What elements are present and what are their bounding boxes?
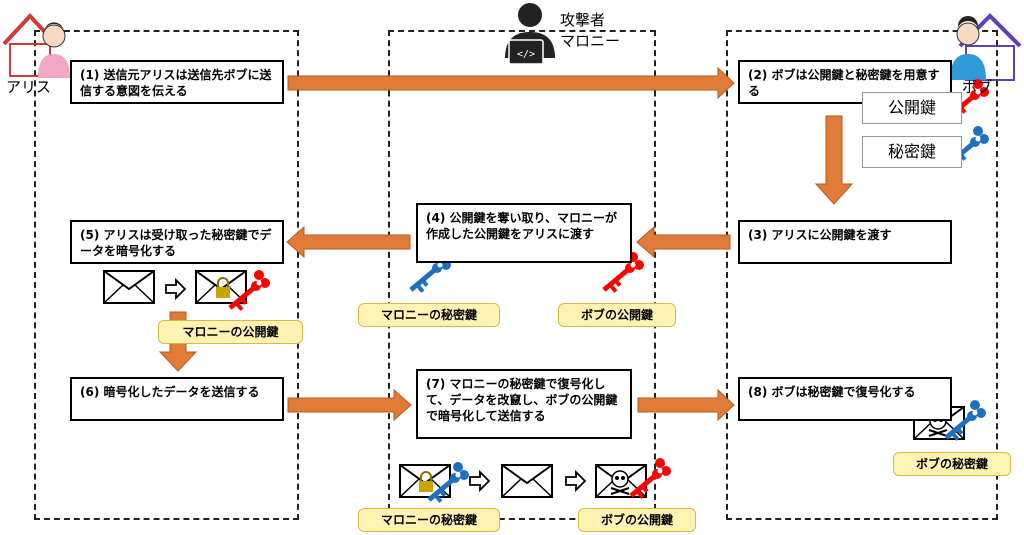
callout-bob-private-key: ボブの秘密鍵 (893, 452, 1011, 476)
attacker-lane (388, 30, 656, 520)
alice-lane (34, 30, 299, 520)
step-7: (7) マロニーの秘密鍵で復号化して、データを改竄し、ボブの公開鍵で暗号化して送… (416, 369, 632, 439)
arrow-1-to-2 (287, 66, 735, 100)
step-3: (3) アリスに公開鍵を渡す (738, 220, 952, 264)
hollow-arrow-icon (165, 279, 186, 299)
bob-person-icon (950, 16, 986, 80)
step-1: (1) 送信元アリスは送信先ボブに送信する意図を伝える (70, 60, 284, 104)
arrow-7-to-8 (637, 388, 735, 422)
hollow-arrow-icon (469, 471, 490, 491)
alice-label: アリス (6, 78, 52, 96)
alice-person-icon (38, 22, 70, 78)
hollow-arrow-icon (565, 471, 586, 491)
attacker-label: 攻撃者 マロニー (560, 10, 620, 52)
arrow-6-to-7 (287, 388, 412, 422)
public-key-label: 公開鍵 (862, 92, 962, 124)
attacker-name: マロニー (560, 32, 621, 50)
callout-malony-private-key-2: マロニーの秘密鍵 (358, 508, 500, 532)
envelope-icon (103, 270, 155, 304)
step-6: (6) 暗号化したデータを送信する (70, 377, 284, 421)
step-4: (4) 公開鍵を奪い取り、マロニーが作成した公開鍵をアリスに渡す (416, 203, 632, 263)
private-key-label: 秘密鍵 (862, 136, 962, 168)
svg-text:</>: </> (517, 49, 535, 60)
attacker-role: 攻撃者 (560, 11, 606, 29)
step-8: (8) ボブは秘密鍵で復号化する (738, 377, 952, 421)
arrow-2-to-3 (814, 115, 854, 205)
callout-bob-public-key-2: ボブの公開鍵 (578, 508, 696, 532)
bob-lane (726, 30, 998, 520)
arrow-3-to-4 (636, 225, 731, 259)
callout-malony-public-key: マロニーの公開鍵 (158, 320, 303, 344)
callout-bob-public-key: ボブの公開鍵 (558, 303, 676, 327)
bob-label: ボブ (962, 78, 993, 96)
callout-malony-private-key: マロニーの秘密鍵 (358, 303, 500, 327)
step-5: (5) アリスは受け取った秘密鍵でデータを暗号化する (70, 220, 284, 264)
envelope-icon (501, 464, 553, 498)
arrow-4-to-5 (286, 225, 411, 259)
attacker-icon: </> (505, 3, 555, 65)
